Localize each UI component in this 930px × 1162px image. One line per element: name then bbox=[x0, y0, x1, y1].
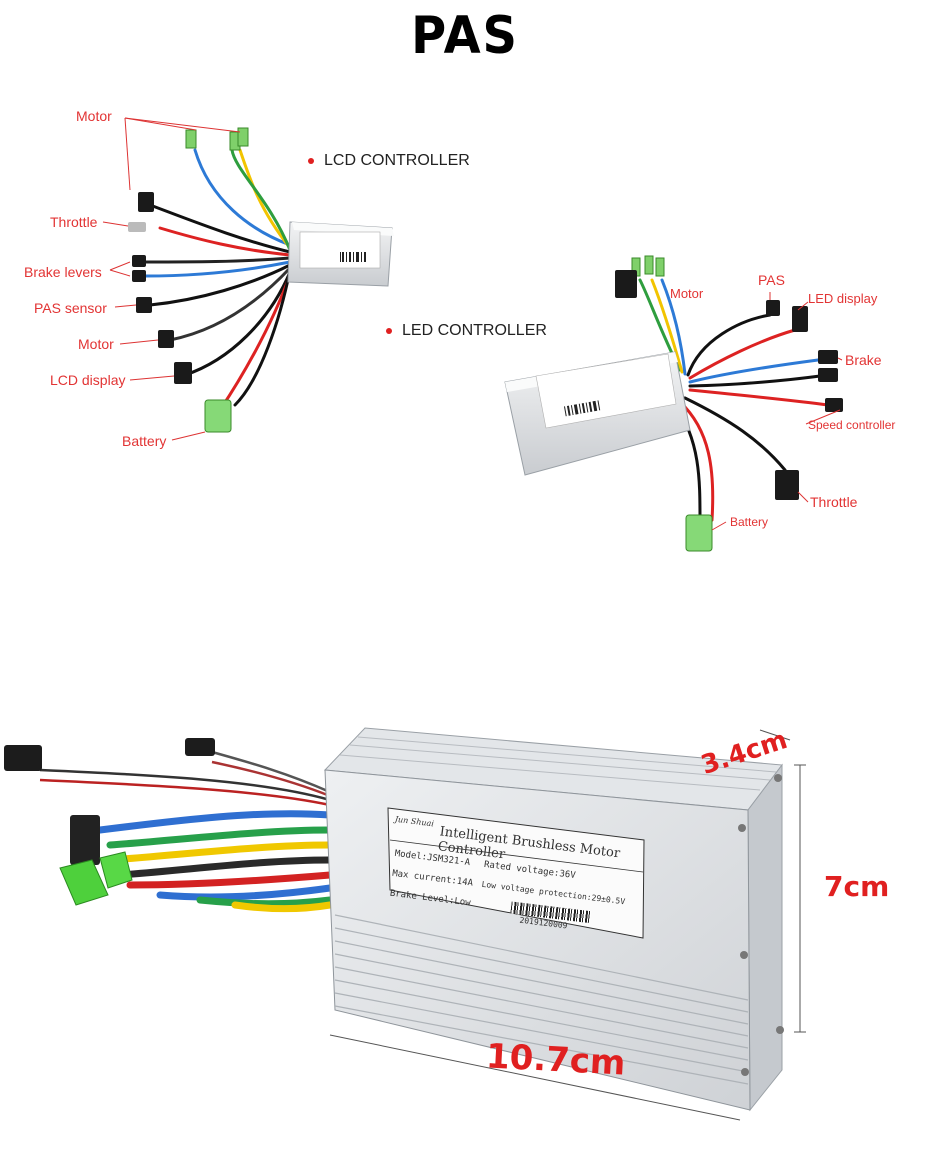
led-controller-photo bbox=[504, 255, 843, 552]
led-label-speed-controller: Speed controller bbox=[808, 418, 896, 432]
led-label-battery: Battery bbox=[730, 515, 769, 529]
lcd-label-motor: Motor bbox=[78, 336, 114, 352]
lcd-controller-photo bbox=[102, 117, 394, 441]
max-current-text: Max current:14A bbox=[391, 868, 474, 889]
lcd-controller-heading: LCD CONTROLLER bbox=[308, 152, 470, 170]
dimension-length: 10.7cm bbox=[485, 1036, 627, 1084]
dimension-lines bbox=[329, 729, 806, 1121]
brake-level-text: Brake Level:Low bbox=[389, 888, 472, 909]
led-label-brake: Brake bbox=[845, 352, 882, 368]
led-label-led-display: LED display bbox=[808, 291, 878, 306]
led-controller-heading: LED CONTROLLER bbox=[386, 322, 547, 340]
lcd-label-brake-levers: Brake levers bbox=[24, 264, 102, 280]
bullet-icon bbox=[386, 327, 392, 334]
led-label-throttle: Throttle bbox=[810, 494, 858, 510]
led-label-motor: Motor bbox=[670, 286, 704, 301]
dimension-height: 7cm bbox=[824, 870, 890, 903]
low-voltage-text: Low voltage protection:29±0.5V bbox=[481, 879, 626, 907]
lcd-label-lcd-display: LCD display bbox=[50, 372, 126, 388]
lcd-label-battery: Battery bbox=[122, 433, 167, 449]
lcd-label-pas-sensor: PAS sensor bbox=[34, 300, 107, 316]
led-label-pas: PAS bbox=[758, 272, 785, 288]
page-title: PAS bbox=[411, 6, 519, 66]
bullet-icon bbox=[308, 157, 314, 164]
brand-logo-text: Jun Shuai bbox=[394, 814, 435, 829]
lcd-label-throttle: Throttle bbox=[50, 214, 98, 230]
large-controller-photo bbox=[4, 727, 784, 1112]
lcd-label-motor-top: Motor bbox=[76, 108, 112, 124]
